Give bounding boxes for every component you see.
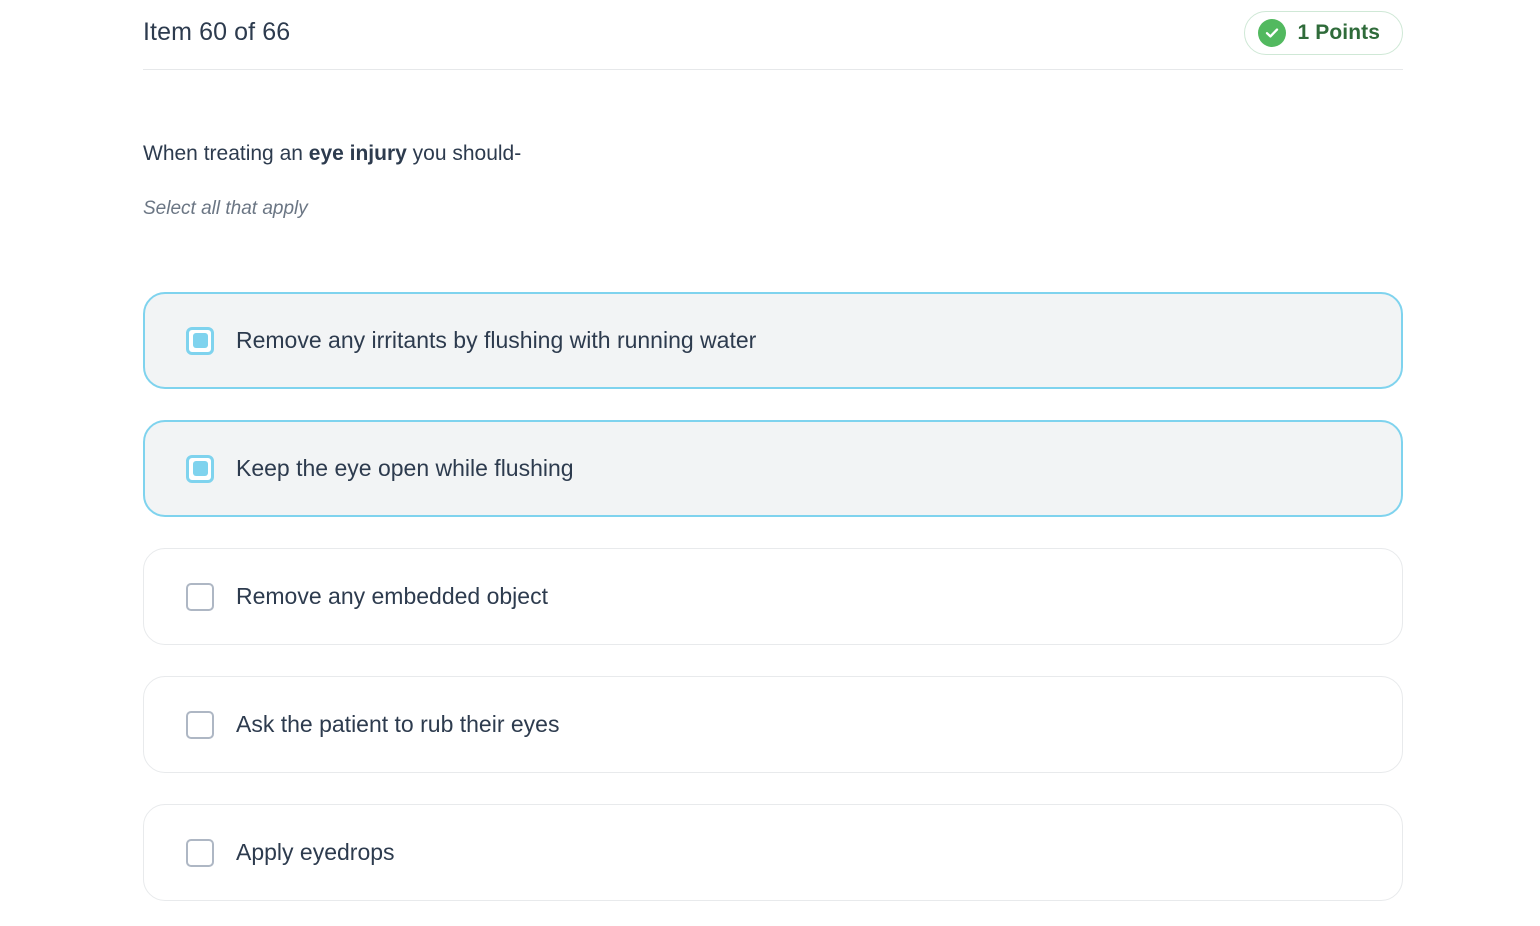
question-hint: Select all that apply [143,198,308,220]
item-counter: Item 60 of 66 [143,18,291,46]
option-row[interactable]: Keep the eye open while flushing [143,420,1403,517]
question-block: When treating an eye injury you should- … [143,140,1403,220]
checkbox-checked-fill [192,333,208,348]
option-label: Remove any irritants by flushing with ru… [236,327,757,353]
checkbox-icon[interactable] [186,326,214,355]
question-suffix: you should- [406,142,522,165]
checkbox-icon[interactable] [186,582,214,611]
option-row[interactable]: Apply eyedrops [143,804,1403,901]
points-label: 1 Points [1297,20,1380,44]
checkbox-checked-fill [192,461,208,476]
question-prefix: When treating an [143,142,309,165]
option-label: Keep the eye open while flushing [236,455,574,481]
quiz-header: Item 60 of 66 1 Points [143,0,1403,70]
option-label: Remove any embedded object [236,583,548,609]
checkbox-icon[interactable] [186,454,214,483]
question-emphasis: eye injury [308,142,407,165]
option-row[interactable]: Remove any embedded object [143,548,1403,645]
checkbox-icon[interactable] [186,838,214,867]
points-badge: 1 Points [1243,10,1403,55]
option-label: Ask the patient to rub their eyes [236,711,560,737]
option-row[interactable]: Ask the patient to rub their eyes [143,676,1403,773]
answer-options-list: Remove any irritants by flushing with ru… [143,292,1403,901]
check-circle-icon [1257,18,1286,47]
checkbox-icon[interactable] [186,710,214,739]
question-text: When treating an eye injury you should- [143,140,1403,168]
option-label: Apply eyedrops [236,839,395,865]
option-row[interactable]: Remove any irritants by flushing with ru… [143,292,1403,389]
